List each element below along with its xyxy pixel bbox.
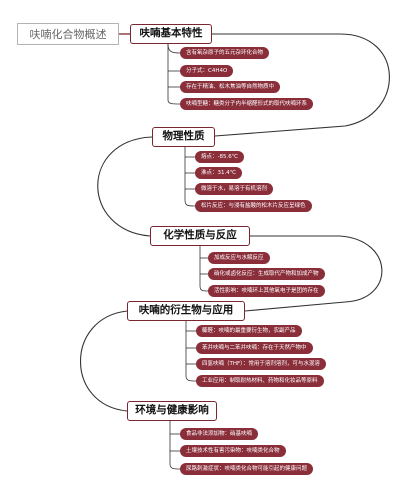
list-item[interactable]: 活性影响：呋喃环上其他氧电子是团的存在 (208, 285, 325, 297)
list-item[interactable]: 存在于精油、松木焦油等自然物质中 (180, 81, 281, 93)
connector-spine-1 (130, 33, 390, 137)
list-item[interactable]: 沸点：31.4℃ (195, 167, 242, 179)
connector-leaf (184, 146, 196, 207)
list-item[interactable]: 硝化或卤化反应：生成取代产物和加成产物 (208, 268, 325, 280)
list-item[interactable]: 糠醛：呋喃的最重要衍生物，农副产品 (196, 325, 302, 337)
connector-leaf (167, 44, 181, 105)
connector-leaf (169, 421, 181, 470)
branch-basic-properties[interactable]: 呋喃基本特性 (130, 24, 212, 44)
list-item[interactable]: 苯并呋喃与二苯并呋喃：存在于天然产物中 (196, 342, 313, 354)
root-topic[interactable]: 呋喃化合物概述 (17, 23, 119, 45)
list-item[interactable]: 微溶于水，易溶于有机溶剂 (195, 183, 274, 195)
connector-spine-3 (244, 235, 383, 312)
connector-leaf (185, 321, 197, 382)
branch-chemical-properties[interactable]: 化学性质与反应 (150, 226, 250, 246)
list-item[interactable]: 四氢呋喃（THF）：常用于溶剂溶剂，可与水混溶 (196, 358, 326, 370)
list-item[interactable]: 分子式：C4H4O (180, 65, 234, 77)
list-item[interactable]: 加成反应与水解反应 (208, 252, 270, 264)
list-item[interactable]: 含有氧杂原子的五元杂环化合物 (180, 47, 270, 59)
list-item[interactable]: 食品非法添加物：硝基呋喃 (180, 428, 259, 440)
branch-physical-properties[interactable]: 物理性质 (152, 127, 215, 147)
connector-leaf (167, 43, 181, 54)
list-item[interactable]: 尿路刺激症状：呋喃类化合物可能引起的健康问题 (180, 463, 314, 475)
list-item[interactable]: 熔点：-85.6℃ (195, 151, 244, 163)
branch-environment-health[interactable]: 环境与健康影响 (127, 401, 217, 421)
connector-leaf (199, 246, 209, 292)
list-item[interactable]: 松片反应：与浸有盐酸的松木片反应呈绿色 (195, 200, 312, 212)
list-item[interactable]: 土壤技术性有害污染物：呋喃类化合物 (180, 445, 286, 457)
connector-spine-4 (80, 310, 128, 412)
connector-spine-2 (97, 136, 340, 237)
list-item[interactable]: 工业应用：制取耐热材料、药物和化妆品等原料 (196, 375, 324, 387)
list-item[interactable]: 呋喃型糖：糖类分子内半缩醛形式的取代呋喃环系 (180, 98, 314, 110)
branch-derivatives-applications[interactable]: 呋喃的衍生物与应用 (127, 301, 245, 321)
